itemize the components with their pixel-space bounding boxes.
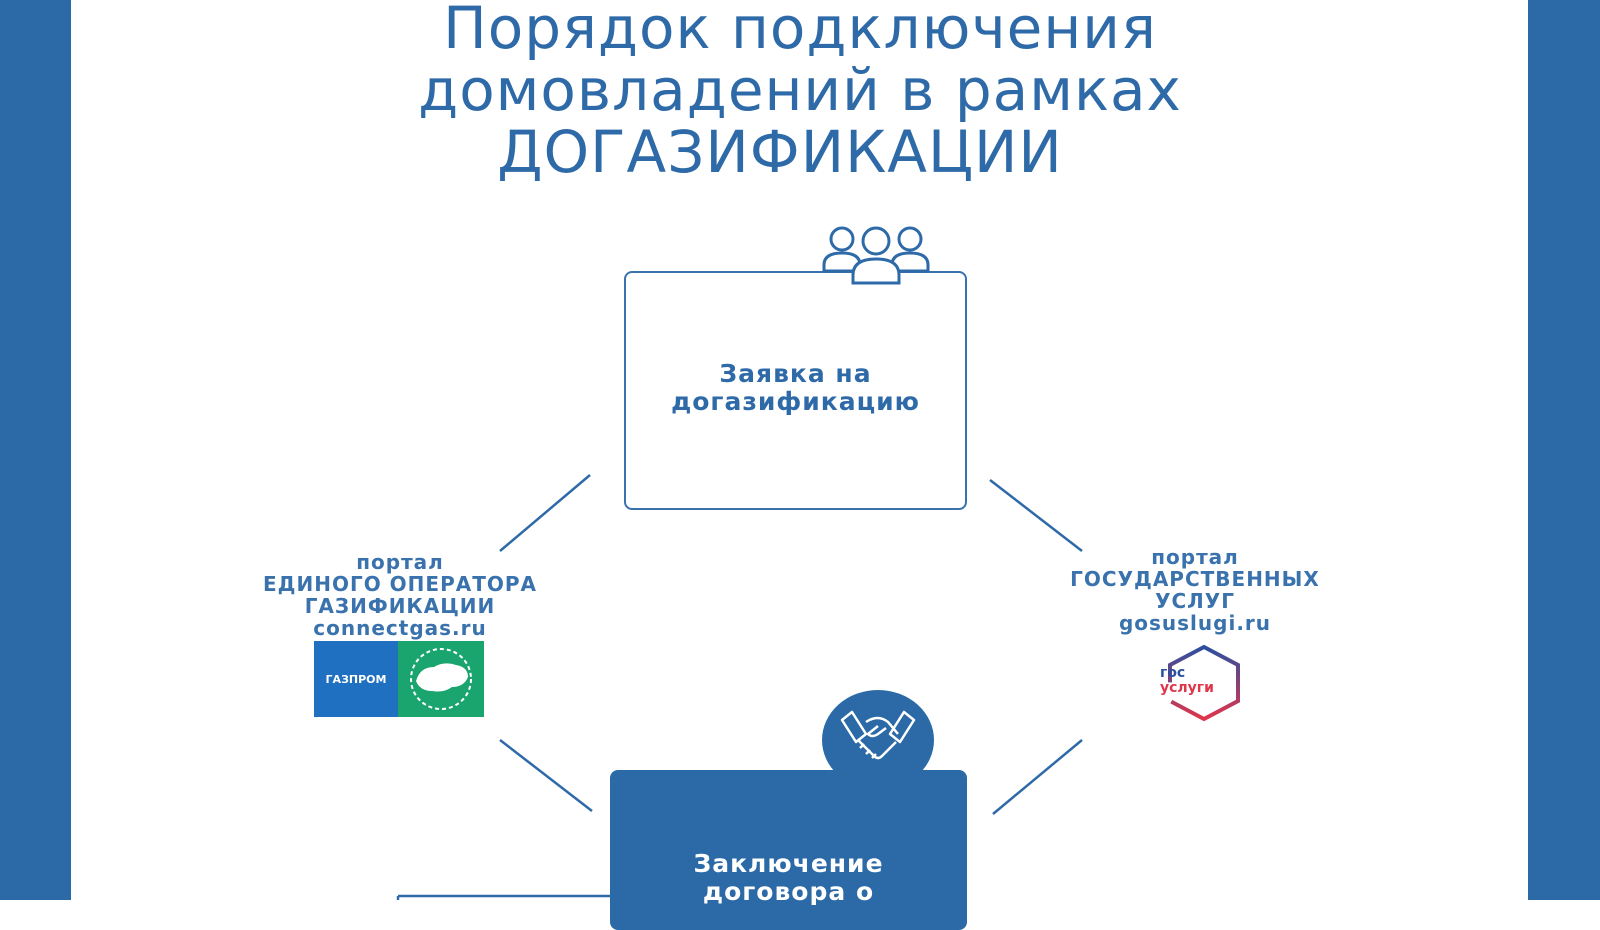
operator-map-logo: [398, 641, 484, 717]
gosuslugi-logo-line-2: услуги: [1160, 680, 1214, 696]
page-title-line-2: домовладений в рамках: [418, 56, 1182, 124]
page-title-line-3: ДОГАЗИФИКАЦИИ: [497, 118, 1063, 186]
connectgas-portal-label: портал ЕДИНОГО ОПЕРАТОРА ГАЗИФИКАЦИИ con…: [230, 551, 570, 639]
gosuslugi-logo-line-1: гос: [1160, 665, 1186, 681]
connector-line: [989, 479, 1083, 552]
right-border-band: [1528, 0, 1600, 900]
step-contract-line-1: Заключение: [693, 849, 884, 878]
portal-right-line-1: портал: [1151, 545, 1239, 569]
page-title-line-1: Порядок подключения: [443, 0, 1157, 62]
gosuslugi-portal-label: портал ГОСУДАРСТВЕННЫХ УСЛУГ gosuslugi.r…: [1030, 546, 1360, 634]
gosuslugi-logo-icon: [1168, 644, 1240, 722]
portal-left-line-3: ГАЗИФИКАЦИИ: [304, 594, 496, 618]
handshake-icon-circle: [822, 690, 934, 790]
step-application-box: [624, 271, 967, 510]
portal-left-line-1: портал: [356, 550, 444, 574]
gazprom-logo: ГАЗПРОМ: [314, 641, 398, 717]
connector-line: [499, 739, 593, 812]
connector-line: [992, 739, 1083, 815]
connector-line: [499, 474, 591, 552]
people-group-icon: [822, 226, 930, 285]
left-border-band: [0, 0, 71, 900]
portal-right-url[interactable]: gosuslugi.ru: [1118, 611, 1272, 635]
portal-right-line-2: ГОСУДАРСТВЕННЫХ: [1070, 567, 1320, 591]
portal-left-url[interactable]: connectgas.ru: [313, 616, 487, 640]
connector-lines: [396, 474, 1083, 900]
gosuslugi-logo-text: гос услуги: [1160, 666, 1230, 696]
step-application-label: Заявка на догазификацию: [624, 360, 967, 416]
handshake-icon: [840, 710, 916, 760]
gazprom-logo-text: ГАЗПРОМ: [325, 672, 387, 686]
step-contract-label: Заключение договора о: [610, 850, 967, 906]
portal-left-line-2: ЕДИНОГО ОПЕРАТОРА: [263, 572, 537, 596]
step-application-line-2: догазификацию: [671, 387, 920, 416]
portal-right-line-3: УСЛУГ: [1155, 589, 1235, 613]
step-application-line-1: Заявка на: [719, 359, 872, 388]
russia-map-icon: [410, 648, 472, 710]
step-contract-line-2: договора о: [702, 877, 875, 906]
